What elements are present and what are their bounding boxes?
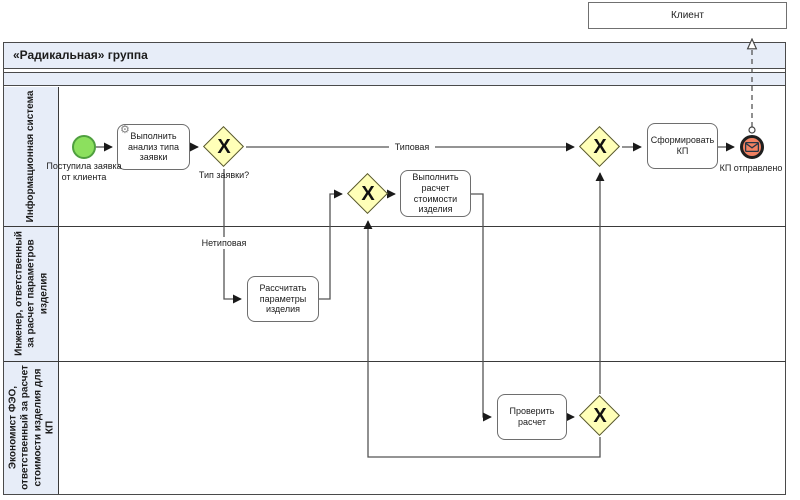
exclusive-gateway-x-icon: X [593, 135, 607, 158]
pool-title[interactable]: «Радикальная» группа [3, 42, 786, 69]
lane-economist-label: Экономист ФЭО, ответственный за расчет с… [7, 365, 56, 490]
lane-information-system-label: Информационная система [25, 90, 37, 223]
task-check-calculation-label: Проверить расчет [509, 406, 555, 427]
end-event-label: КП отправлено [719, 163, 783, 173]
task-calculate-cost-label: Выполнить расчет стоимости изделия [412, 172, 459, 215]
envelope-icon [745, 142, 759, 152]
task-form-proposal[interactable]: Сформировать КП [647, 123, 718, 169]
exclusive-gateway-x-icon: X [593, 404, 607, 427]
start-event-label: Поступила заявка от клиента [46, 161, 122, 182]
end-event-message[interactable] [740, 135, 764, 159]
task-calculate-parameters-label: Рассчитать параметры изделия [259, 283, 307, 315]
lane-separator-2 [4, 361, 786, 362]
gateway-request-type[interactable]: X [202, 125, 245, 168]
lane-engineer[interactable]: Инженер, ответственный за расчет парамет… [4, 227, 59, 361]
lane-engineer-label: Инженер, ответственный за расчет парамет… [13, 231, 50, 356]
task-calculate-cost[interactable]: Выполнить расчет стоимости изделия [400, 170, 471, 217]
task-calculate-parameters[interactable]: Рассчитать параметры изделия [247, 276, 319, 322]
exclusive-gateway-x-icon: X [217, 135, 231, 158]
task-check-calculation[interactable]: Проверить расчет [497, 394, 567, 440]
gateway-request-type-label: Тип заявки? [198, 170, 250, 180]
pool-radical-group[interactable] [3, 42, 786, 495]
lane-information-system[interactable]: Информационная система [4, 87, 59, 226]
lane-economist[interactable]: Экономист ФЭО, ответственный за расчет с… [4, 362, 59, 494]
gateway-join-before-proposal[interactable]: X [578, 125, 621, 168]
gateway-merge-before-cost[interactable]: X [346, 172, 389, 215]
lane-separator-1 [4, 226, 786, 227]
client-box[interactable]: Клиент [588, 2, 787, 29]
flow-typical-label: Типовая [389, 141, 435, 153]
task-form-proposal-label: Сформировать КП [650, 135, 715, 156]
service-task-gear-icon: ⚙ [120, 124, 130, 136]
start-event[interactable] [72, 135, 96, 159]
task-analyze-request-label: Выполнить анализ типа заявки [128, 131, 179, 163]
task-analyze-request[interactable]: ⚙ Выполнить анализ типа заявки [117, 124, 190, 170]
gateway-after-check[interactable]: X [578, 394, 621, 437]
client-box-label: Клиент [671, 10, 704, 21]
exclusive-gateway-x-icon: X [361, 182, 375, 205]
pool-phase-band [3, 72, 786, 86]
flow-atypical-label: Нетиповая [196, 237, 252, 249]
